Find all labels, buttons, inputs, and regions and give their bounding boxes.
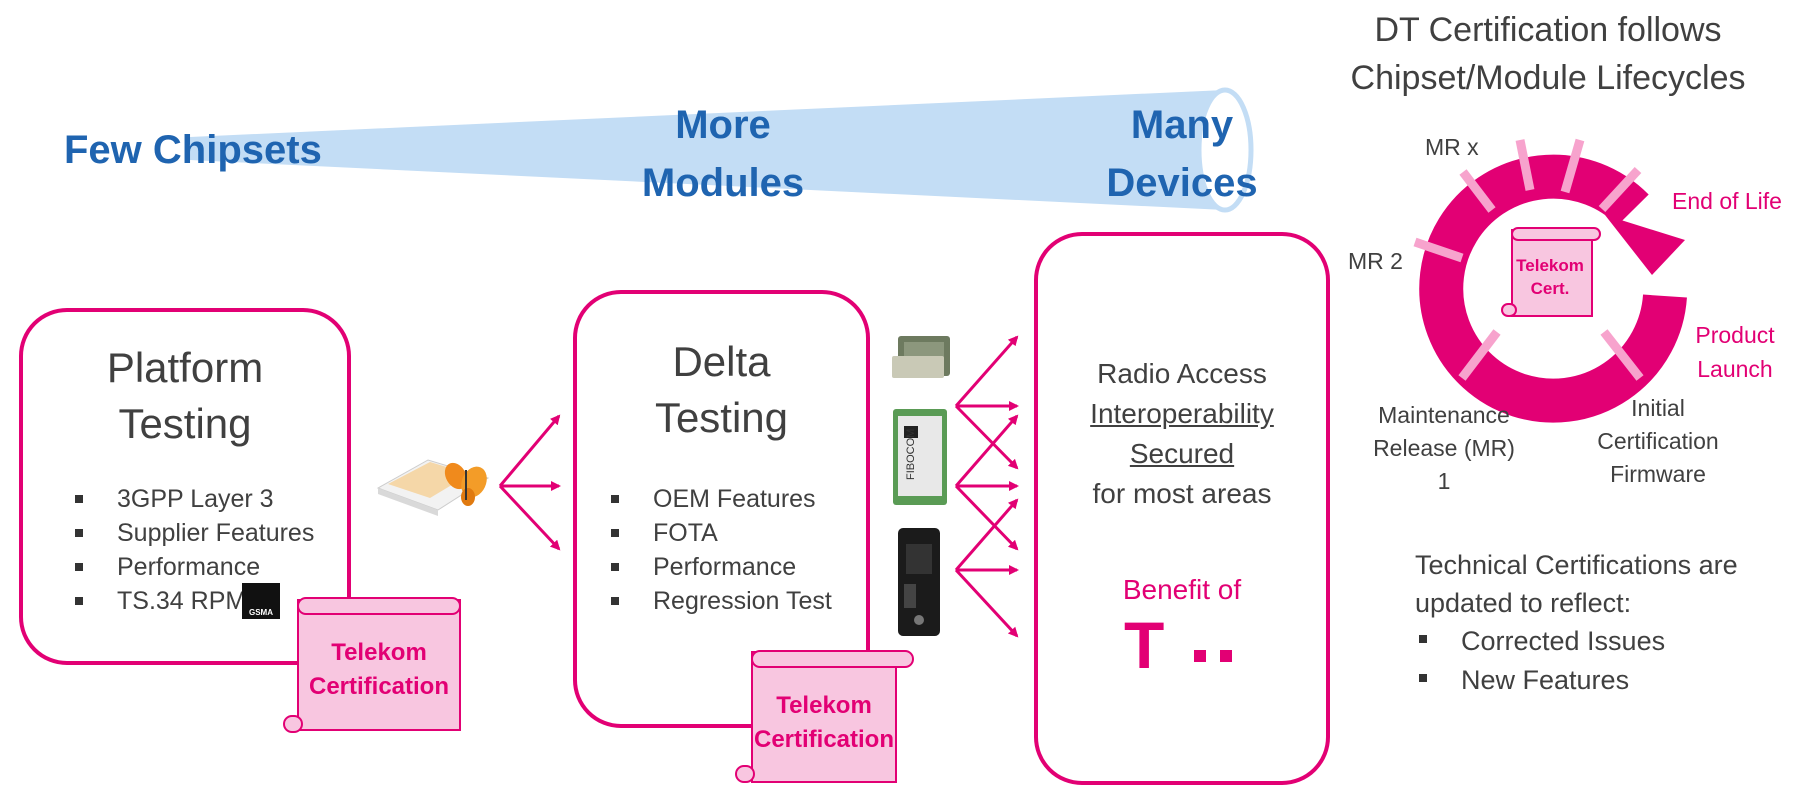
list-item: 3GPP Layer 3 xyxy=(71,482,314,516)
more-modules-line-1: More xyxy=(675,103,771,147)
initial-line-3: Firmware xyxy=(1610,461,1706,487)
certification-label-2: Telekom Certification xyxy=(745,689,903,757)
certification-line-1: Telekom xyxy=(331,639,427,666)
telekom-logo-dot xyxy=(1194,650,1206,662)
tech-cert-line-1: Technical Certifications are xyxy=(1415,550,1738,580)
module-image-2: FIBOCOM xyxy=(893,409,947,505)
many-devices-line-2: Devices xyxy=(1106,161,1258,205)
radio-line-2: Interoperability xyxy=(1090,398,1274,429)
mr-x-label: MR x xyxy=(1425,134,1479,160)
gsma-logo: GSMA xyxy=(242,583,280,619)
delta-testing-list: OEM Features FOTA Performance Regression… xyxy=(607,482,832,618)
product-launch-line-1: Product xyxy=(1695,322,1775,348)
more-modules-label: More Modules xyxy=(608,96,838,212)
platform-testing-title-1: Platform xyxy=(106,344,264,391)
maintenance-release-label: Maintenance Release (MR) 1 xyxy=(1352,399,1536,498)
list-item: Corrected Issues xyxy=(1415,622,1665,661)
gsma-logo-text: GSMA xyxy=(249,608,273,617)
certification-line-2: Certification xyxy=(308,673,449,700)
svg-text:FIBOCOM: FIBOCOM xyxy=(905,429,917,480)
certification-label-1: Telekom Certification xyxy=(298,636,460,704)
product-launch-line-2: Launch xyxy=(1697,356,1773,382)
initial-line-2: Certification xyxy=(1597,428,1719,454)
lifecycle-title-line-1: DT Certification follows xyxy=(1374,11,1722,49)
maintenance-line-3: 1 xyxy=(1437,468,1451,494)
product-launch-label: Product Launch xyxy=(1670,318,1800,386)
radio-line-4: for most areas xyxy=(1092,478,1272,509)
platform-testing-list: 3GPP Layer 3 Supplier Features Performan… xyxy=(71,482,314,618)
list-item: Performance xyxy=(71,550,314,584)
initial-line-1: Initial xyxy=(1631,395,1685,421)
lifecycle-title-line-2: Chipset/Module Lifecycles xyxy=(1350,59,1746,97)
list-item: OEM Features xyxy=(607,482,832,516)
telekom-cert-label: Telekom Cert. xyxy=(1506,254,1594,300)
delta-testing-title-2: Testing xyxy=(654,394,789,441)
list-item: Performance xyxy=(607,550,832,584)
telekom-cert-line-2: Cert. xyxy=(1530,279,1570,298)
list-item: TS.34 RPM xyxy=(71,584,314,618)
module-image-3 xyxy=(898,528,940,636)
list-item: New Features xyxy=(1415,661,1665,700)
few-chipsets-label: Few Chipsets xyxy=(64,128,322,172)
many-devices-line-1: Many xyxy=(1130,103,1234,147)
butterfly-icon xyxy=(444,462,487,506)
arrows-chip-to-delta xyxy=(498,414,561,551)
mr-2-label: MR 2 xyxy=(1348,248,1403,274)
end-of-life-label: End of Life xyxy=(1672,188,1782,214)
lifecycle-ring xyxy=(1413,138,1687,423)
module-image-1 xyxy=(892,336,950,378)
list-item: Regression Test xyxy=(607,584,832,618)
many-devices-label: Many Devices xyxy=(1062,96,1302,212)
benefit-of-label: Benefit of xyxy=(1122,574,1242,605)
delta-testing-title-1: Delta xyxy=(672,338,771,385)
radio-line-1: Radio Access xyxy=(1097,358,1267,389)
platform-testing-box: Platform Testing 3GPP Layer 3 Supplier F… xyxy=(19,308,351,665)
delta-testing-box: Delta Testing OEM Features FOTA Performa… xyxy=(573,290,870,728)
certification-line-2: Certification xyxy=(753,726,894,753)
lifecycle-title: DT Certification follows Chipset/Module … xyxy=(1318,6,1778,102)
platform-testing-title-2: Testing xyxy=(118,400,252,447)
tech-cert-line-2: updated to reflect: xyxy=(1415,588,1632,618)
maintenance-line-1: Maintenance xyxy=(1378,402,1510,428)
chip-image xyxy=(376,459,490,516)
tech-cert-text: Technical Certifications are updated to … xyxy=(1415,546,1738,622)
telekom-logo-dot xyxy=(1220,650,1232,662)
maintenance-line-2: Release (MR) xyxy=(1373,435,1515,461)
radio-access-box: Radio Access Interoperability Secured fo… xyxy=(1034,232,1330,785)
telekom-logo-t: T xyxy=(1124,608,1165,682)
telekom-cert-line-1: Telekom xyxy=(1516,256,1584,275)
list-item: FOTA xyxy=(607,516,832,550)
radio-access-text: Radio Access Interoperability Secured fo… xyxy=(1038,354,1326,514)
certification-line-1: Telekom xyxy=(776,692,872,719)
more-modules-line-2: Modules xyxy=(641,161,805,205)
tech-cert-list: Corrected Issues New Features xyxy=(1415,622,1665,700)
telekom-logo: T xyxy=(1124,610,1254,680)
radio-line-3: Secured xyxy=(1129,438,1235,469)
funnel-cone xyxy=(190,87,1254,213)
list-item: Supplier Features xyxy=(71,516,314,550)
arrows-modules-to-devices xyxy=(954,335,1019,638)
initial-certification-label: Initial Certification Firmware xyxy=(1570,392,1746,491)
